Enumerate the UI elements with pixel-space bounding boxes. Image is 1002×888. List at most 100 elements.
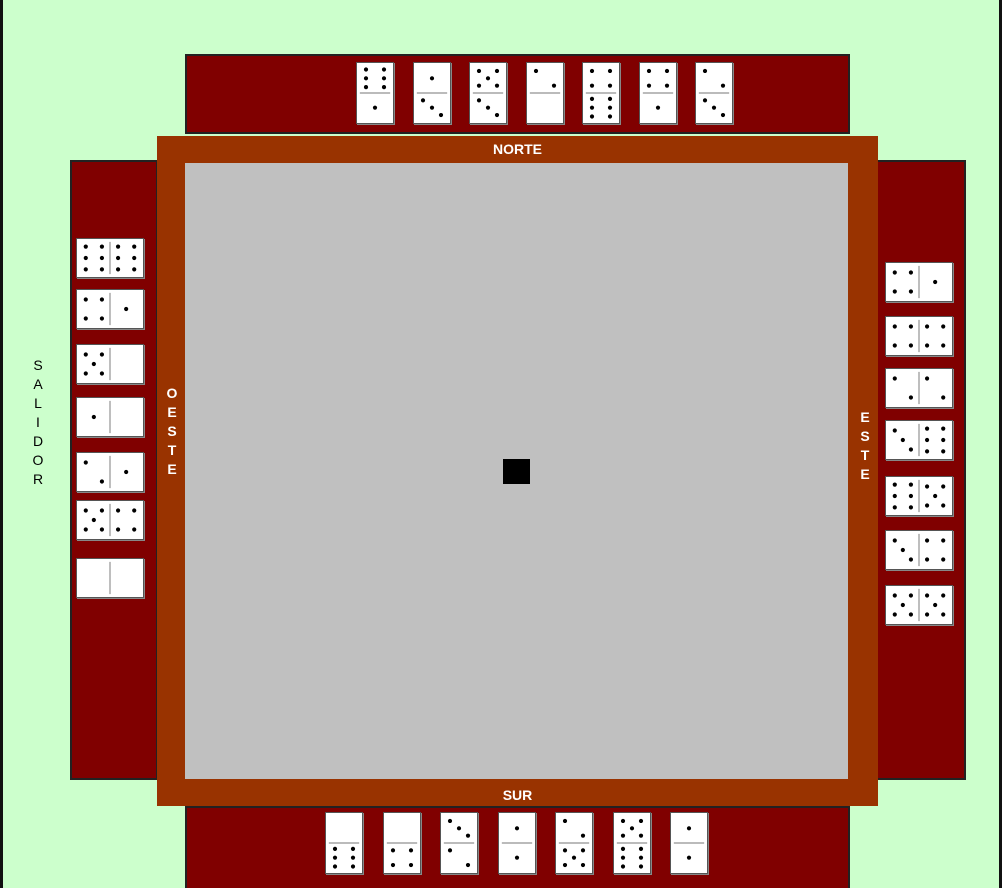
- domino-tile-east-6[interactable]: [885, 530, 953, 570]
- domino-pip: [92, 362, 96, 366]
- domino-pip: [477, 98, 481, 102]
- domino-tile-west-7[interactable]: [76, 558, 144, 598]
- domino-tile-north-3[interactable]: [469, 62, 507, 124]
- domino-pip: [100, 371, 104, 375]
- domino-pip: [448, 819, 452, 823]
- domino-pip: [100, 352, 104, 356]
- domino-pip: [687, 826, 691, 830]
- domino-pip: [84, 527, 88, 531]
- domino-pip: [563, 819, 567, 823]
- domino-tile-north-4[interactable]: [526, 62, 564, 124]
- east-label: ESTE: [855, 408, 875, 484]
- domino-pip: [893, 538, 897, 542]
- domino-face: [441, 813, 477, 873]
- label-letter: R: [28, 470, 48, 489]
- domino-tile-south-6[interactable]: [613, 812, 651, 874]
- domino-pip: [116, 527, 120, 531]
- east-rack: [876, 160, 966, 780]
- domino-pip: [84, 352, 88, 356]
- domino-pip: [382, 76, 386, 80]
- domino-pip: [382, 67, 386, 71]
- domino-face: [886, 531, 952, 569]
- label-letter: I: [28, 413, 48, 432]
- domino-pip: [100, 297, 104, 301]
- domino-tile-west-1[interactable]: [76, 238, 144, 278]
- domino-pip: [533, 69, 537, 73]
- domino-pip: [581, 863, 585, 867]
- domino-pip: [551, 84, 555, 88]
- domino-tile-east-5[interactable]: [885, 476, 953, 516]
- domino-pip: [925, 557, 929, 561]
- domino-tile-north-7[interactable]: [695, 62, 733, 124]
- domino-tile-west-4[interactable]: [76, 397, 144, 437]
- domino-pip: [92, 415, 96, 419]
- domino-pip: [84, 256, 88, 260]
- domino-pip: [941, 612, 945, 616]
- domino-face: [614, 813, 650, 873]
- domino-pip: [390, 863, 394, 867]
- domino-pip: [608, 114, 612, 118]
- domino-pip: [100, 527, 104, 531]
- domino-tile-south-7[interactable]: [670, 812, 708, 874]
- domino-pip: [712, 106, 716, 110]
- domino-pip: [84, 297, 88, 301]
- domino-pip: [116, 256, 120, 260]
- domino-pip: [608, 84, 612, 88]
- domino-face: [527, 63, 563, 123]
- domino-tile-south-3[interactable]: [440, 812, 478, 874]
- domino-tile-west-6[interactable]: [76, 500, 144, 540]
- domino-pip: [84, 267, 88, 271]
- domino-pip: [351, 847, 355, 851]
- domino-pip: [941, 557, 945, 561]
- label-letter: T: [162, 441, 182, 460]
- domino-pip: [909, 289, 913, 293]
- domino-pip: [655, 106, 659, 110]
- domino-pip: [925, 438, 929, 442]
- domino-pip: [486, 76, 490, 80]
- domino-face: [77, 501, 143, 539]
- domino-pip: [893, 612, 897, 616]
- label-letter: S: [28, 356, 48, 375]
- domino-pip: [429, 76, 433, 80]
- domino-pip: [92, 518, 96, 522]
- domino-tile-east-4[interactable]: [885, 420, 953, 460]
- domino-pip: [116, 267, 120, 271]
- domino-tile-east-2[interactable]: [885, 316, 953, 356]
- domino-tile-south-4[interactable]: [498, 812, 536, 874]
- domino-pip: [572, 856, 576, 860]
- domino-pip: [457, 826, 461, 830]
- domino-tile-east-7[interactable]: [885, 585, 953, 625]
- domino-tile-south-2[interactable]: [383, 812, 421, 874]
- domino-pip: [390, 848, 394, 852]
- domino-tile-east-3[interactable]: [885, 368, 953, 408]
- label-letter: E: [855, 465, 875, 484]
- domino-pip: [495, 113, 499, 117]
- domino-pip: [925, 593, 929, 597]
- domino-tile-west-2[interactable]: [76, 289, 144, 329]
- domino-pip: [100, 256, 104, 260]
- domino-tile-north-5[interactable]: [582, 62, 620, 124]
- domino-face: [640, 63, 676, 123]
- label-letter: L: [28, 394, 48, 413]
- domino-pip: [466, 834, 470, 838]
- label-letter: S: [855, 427, 875, 446]
- domino-pip: [608, 97, 612, 101]
- domino-tile-west-3[interactable]: [76, 344, 144, 384]
- domino-face: [696, 63, 732, 123]
- domino-pip: [590, 84, 594, 88]
- domino-pip: [620, 819, 624, 823]
- domino-tile-south-1[interactable]: [325, 812, 363, 874]
- domino-tile-west-5[interactable]: [76, 452, 144, 492]
- domino-face: [886, 263, 952, 301]
- domino-pip: [664, 84, 668, 88]
- domino-pip: [703, 69, 707, 73]
- domino-tile-north-1[interactable]: [356, 62, 394, 124]
- domino-pip: [132, 256, 136, 260]
- domino-tile-south-5[interactable]: [555, 812, 593, 874]
- domino-tile-north-6[interactable]: [639, 62, 677, 124]
- domino-pip: [638, 864, 642, 868]
- domino-pip: [909, 483, 913, 487]
- domino-pip: [124, 470, 128, 474]
- domino-tile-north-2[interactable]: [413, 62, 451, 124]
- domino-tile-east-1[interactable]: [885, 262, 953, 302]
